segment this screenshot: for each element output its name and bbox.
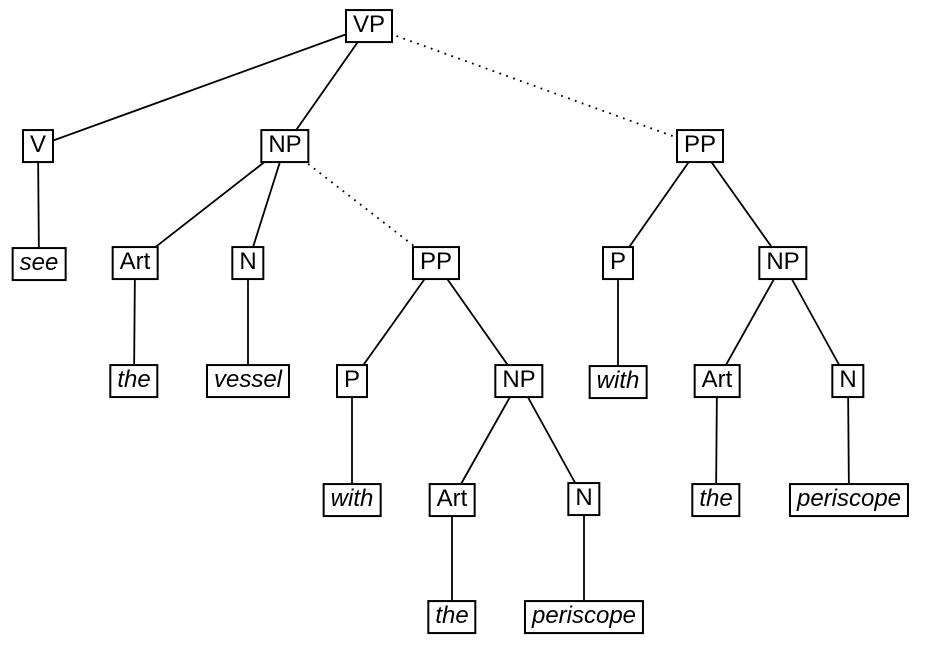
tree-node-with2: with [588, 365, 648, 399]
tree-node-art2: Art [428, 483, 476, 517]
tree-edge-np2-art2 [451, 380, 520, 501]
tree-edge-np3-n3 [782, 262, 849, 382]
tree-node-np2: NP [494, 364, 544, 398]
tree-node-p1: P [335, 364, 369, 398]
tree-edge-np-obj-n1 [247, 145, 286, 264]
tree-node-v: V [21, 129, 55, 163]
tree-edge-vp-pp-vp [368, 25, 701, 147]
tree-node-p2: P [601, 246, 635, 280]
tree-edge-pp-np-p1 [351, 262, 437, 382]
tree-node-with1: with [322, 483, 382, 517]
tree-node-pp-vp: PP [675, 129, 725, 163]
tree-node-the2: the [427, 600, 477, 634]
tree-node-see: see [11, 247, 67, 281]
tree-edge-art1-the1 [133, 262, 136, 382]
tree-edge-vp-np-obj [284, 25, 370, 147]
tree-node-vp: VP [344, 9, 394, 43]
tree-node-np3: NP [758, 246, 808, 280]
tree-node-periscope1: periscope [523, 600, 645, 634]
tree-node-pp-np: PP [411, 246, 461, 280]
tree-edge-vp-v [37, 25, 370, 147]
tree-edge-np2-n2 [518, 380, 585, 500]
tree-edge-pp-vp-p2 [617, 145, 701, 264]
tree-edge-pp-np-np2 [435, 262, 520, 382]
tree-node-n3: N [831, 364, 865, 398]
tree-node-the1: the [109, 364, 159, 398]
tree-node-n2: N [567, 482, 601, 516]
tree-node-periscope2: periscope [788, 483, 910, 517]
tree-edge-n3-periscope2 [847, 380, 850, 501]
tree-node-np-obj: NP [260, 129, 310, 163]
tree-edge-v-see [37, 145, 40, 265]
tree-node-vessel: vessel [205, 364, 291, 398]
tree-edge-pp-vp-np3 [699, 145, 784, 264]
tree-edge-np-obj-art1 [134, 145, 286, 264]
tree-node-the3: the [691, 483, 741, 517]
tree-node-n1: N [231, 246, 265, 280]
tree-node-art1: Art [111, 246, 159, 280]
tree-node-art3: Art [693, 364, 741, 398]
tree-edge-np3-art3 [716, 262, 784, 382]
tree-edge-np-obj-pp-np [284, 145, 437, 264]
tree-edge-art3-the3 [715, 380, 718, 501]
